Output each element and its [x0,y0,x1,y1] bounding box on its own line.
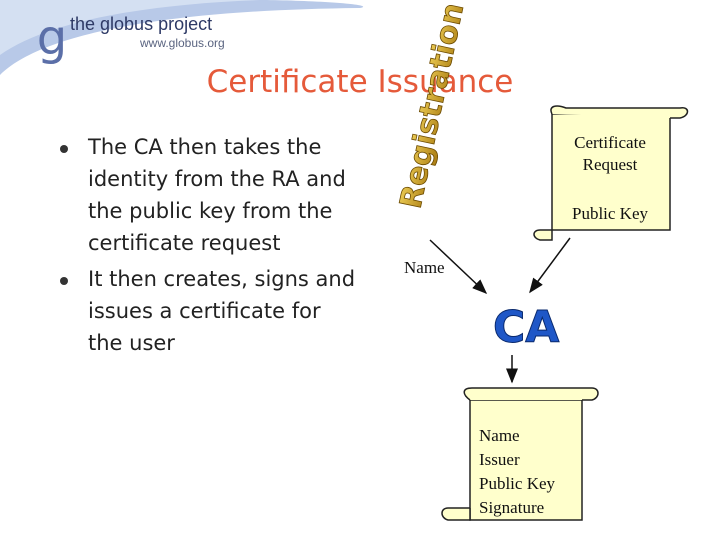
slide-title: Certificate Issuance [206,64,514,100]
certificate-request-scroll [533,105,689,241]
globus-logo-icon: g [36,10,68,66]
bullet-dot-icon [60,145,68,153]
certificate-fields: Name Issuer Public Key Signature [479,424,555,520]
bullet-list: The CA then takes the identity from the … [60,131,360,361]
bullet-item: The CA then takes the identity from the … [60,131,360,259]
ra-registration-graphic: Registration [393,0,472,212]
certificate-field-name: Name [479,426,520,445]
ra-graphic-text: Registration [394,0,472,212]
name-label: Name [404,258,445,277]
certificate-field-public-key: Public Key [479,474,556,493]
header-swoosh [0,0,364,75]
certificate-scroll [441,387,599,521]
logo-title: the globus project [70,14,213,34]
arrow-request-to-ca [529,237,571,294]
arrow-ra-to-ca [429,239,488,295]
certificate-request-key-label: Public Key [571,204,649,223]
bullet-text: The CA then takes the identity from the … [88,135,346,255]
bullet-dot-icon [60,277,68,285]
certificate-field-signature: Signature [479,498,545,517]
bullet-item: It then creates, signs and issues a cert… [60,263,360,359]
certificate-request-title: Certificate Request [574,133,646,174]
certificate-field-issuer: Issuer [479,450,520,469]
bullet-text: It then creates, signs and issues a cert… [88,267,356,355]
logo-url: www.globus.org [140,36,225,50]
ca-logo: CA [493,302,559,353]
